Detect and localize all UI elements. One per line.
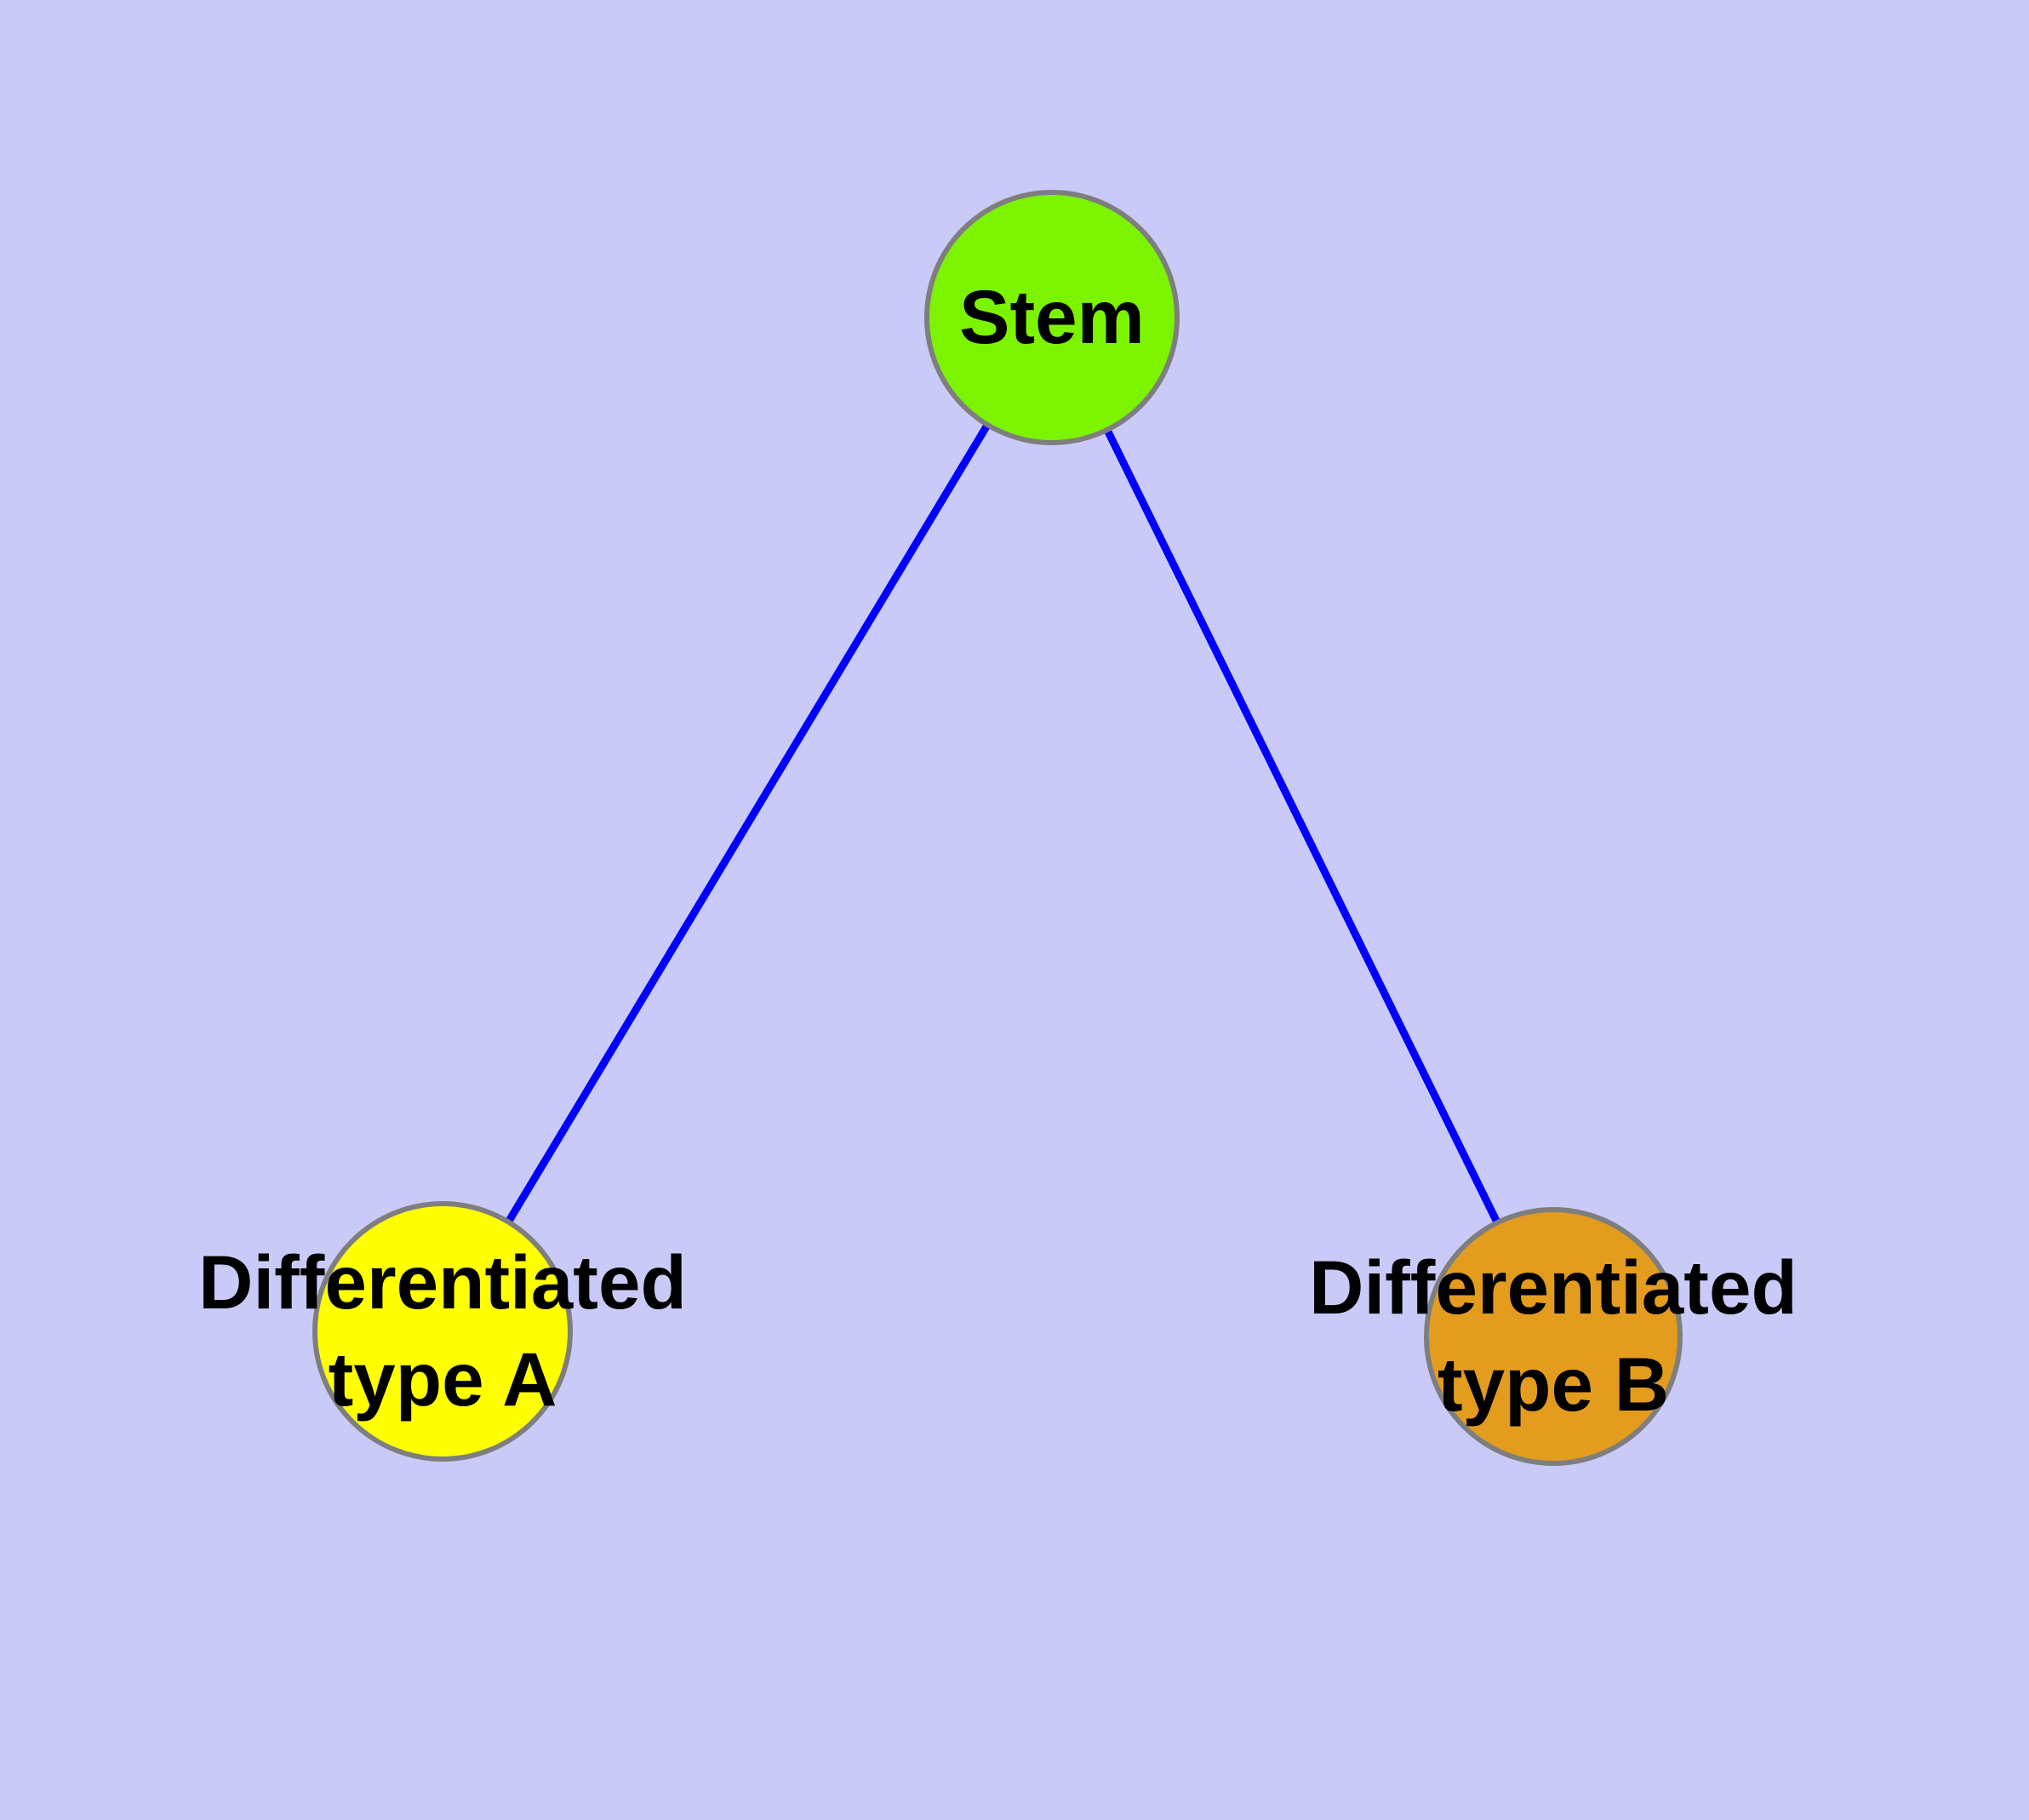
edge-stem-to-type-a: [439, 315, 1055, 1334]
differentiated-type-a-node-label: Differentiated type A: [198, 1239, 687, 1422]
differentiated-type-b-node-circle: [1424, 1207, 1683, 1466]
stem-node-label: Stem: [959, 274, 1145, 360]
edge-stem-to-type-b: [1048, 316, 1557, 1338]
differentiated-type-b-node-label: Differentiated type B: [1309, 1245, 1798, 1427]
stem-node-circle: [924, 190, 1180, 445]
differentiated-type-a-node-circle: [312, 1201, 573, 1462]
